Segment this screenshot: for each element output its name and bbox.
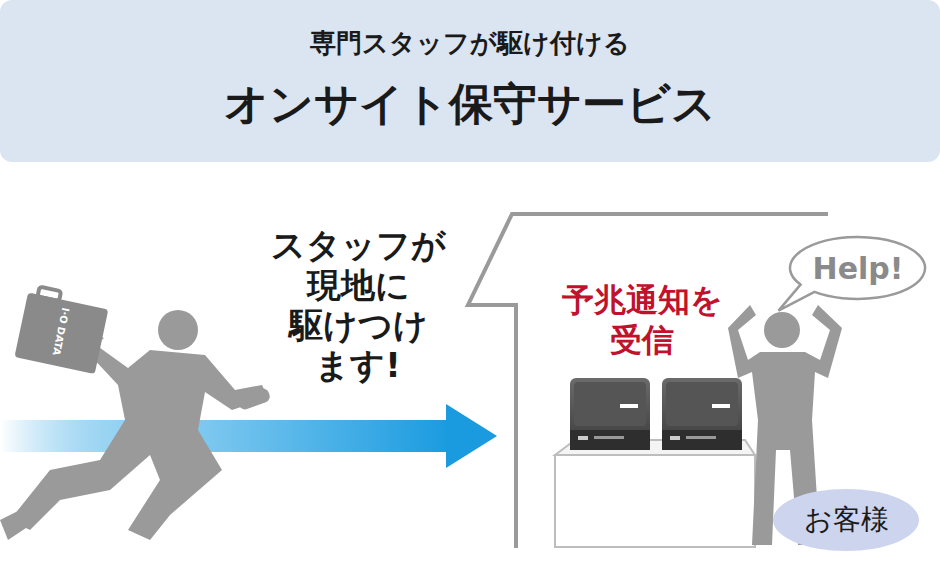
server: [662, 378, 742, 450]
staff-message: スタッフが 現地に 駆けつけ ます!: [248, 225, 468, 385]
title-band: 専門スタッフが駆け付けるオンサイト保守サービス: [0, 0, 940, 162]
bubble-text: Help!: [813, 251, 904, 286]
badge-text: お客様: [804, 501, 889, 539]
band-heading: オンサイト保守サービス: [0, 61, 940, 134]
table: [555, 455, 755, 547]
server: [570, 378, 650, 450]
band-subtitle: 専門スタッフが駆け付ける: [0, 0, 940, 61]
briefcase: [14, 285, 110, 374]
alert-message: 予兆通知を 受信: [547, 280, 737, 360]
arrow: [0, 404, 497, 468]
speech-bubble: Help!: [788, 235, 927, 301]
customer-badge: お客様: [771, 487, 921, 553]
